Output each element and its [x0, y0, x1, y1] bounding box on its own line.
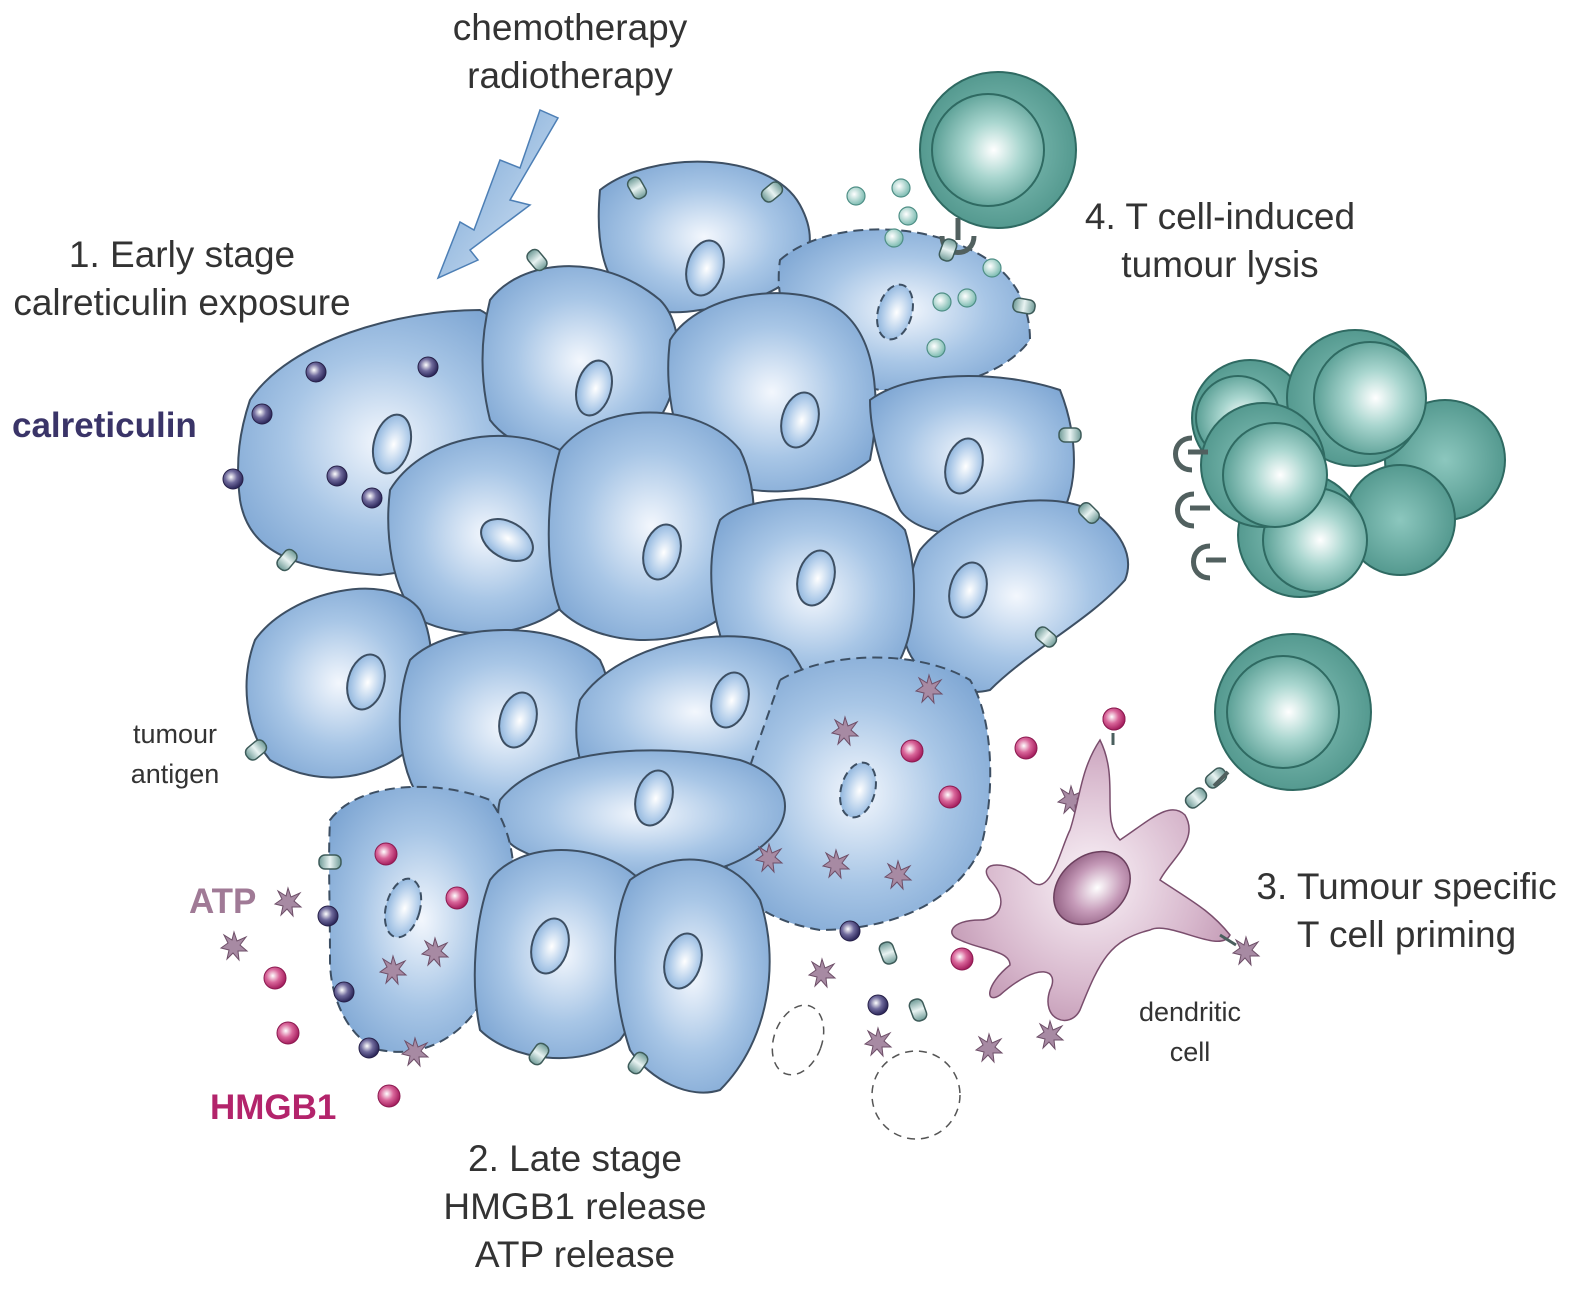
stage1-subtitle: calreticulin exposure — [0, 278, 364, 327]
calreticulin-label: calreticulin — [12, 406, 197, 446]
tumour-antigen-label-line1: tumour — [110, 714, 240, 754]
hmgb1-label: HMGB1 — [210, 1088, 336, 1128]
trigger-label-line2: radiotherapy — [420, 51, 720, 100]
stage4-subtitle: tumour lysis — [1055, 240, 1385, 289]
dendritic-cell-label-line2: cell — [1120, 1032, 1260, 1072]
atp-label: ATP — [189, 882, 256, 922]
t-cell-lysis — [920, 72, 1076, 263]
stage4-title: 4. T cell-induced — [1055, 192, 1385, 241]
trigger-label-line1: chemotherapy — [420, 3, 720, 52]
cell-debris — [763, 998, 960, 1139]
stage2-subtitle-hmgb1: HMGB1 release — [410, 1182, 740, 1231]
dendritic-cell-label-line1: dendritic — [1120, 992, 1260, 1032]
stage1-title: 1. Early stage — [0, 230, 364, 279]
tumour-antigen-label-line2: antigen — [110, 754, 240, 794]
stage3-title: 3. Tumour specific — [1238, 862, 1575, 911]
dendritic-cell — [952, 708, 1236, 1020]
stage2-title: 2. Late stage — [410, 1134, 740, 1183]
stage3-subtitle: T cell priming — [1238, 910, 1575, 959]
t-cell-priming — [1215, 634, 1371, 790]
t-cell-cluster — [1176, 330, 1506, 597]
stage2-subtitle-atp: ATP release — [410, 1230, 740, 1279]
